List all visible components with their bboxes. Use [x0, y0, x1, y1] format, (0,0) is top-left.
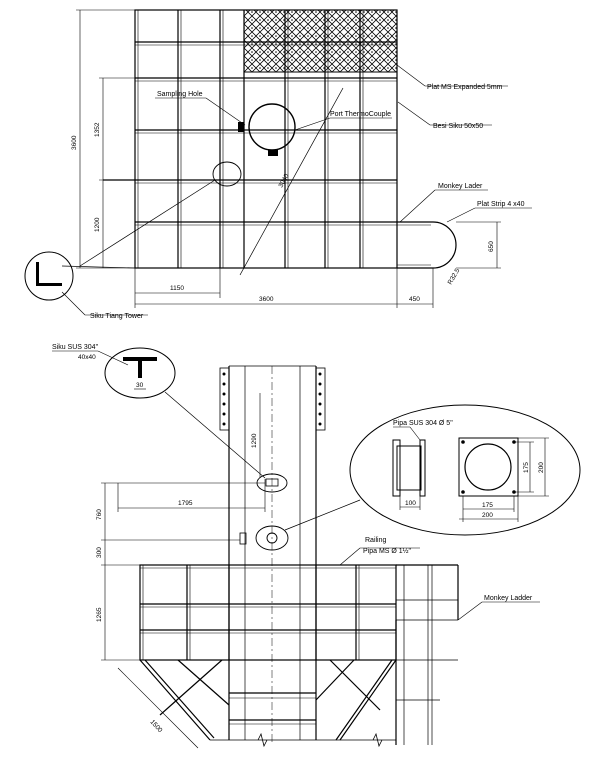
- left-flange-strip: [219, 367, 230, 431]
- dim-1290: 1290: [251, 433, 258, 448]
- dim-200-width: 200: [482, 512, 493, 519]
- pipe-side-view: [396, 445, 422, 491]
- elevation-view: Siku SUS 304" 40x40 30: [52, 344, 581, 749]
- siku-detail-circle: [24, 251, 74, 301]
- dim-200-height: 200: [538, 462, 545, 473]
- label-monkey-lader: Monkey Lader: [438, 183, 483, 190]
- dim-3600-vertical: 3600: [71, 135, 78, 150]
- dim-450: 450: [409, 296, 420, 303]
- siku-sus-detail: [104, 347, 176, 399]
- flange-front-view: [458, 437, 519, 497]
- label-siku-sus: Siku SUS 304": [52, 344, 99, 351]
- dim-1352: 1352: [94, 122, 101, 137]
- dim-1500: 1500: [149, 719, 164, 735]
- platform-elevation-frame: [139, 564, 397, 661]
- dim-100: 100: [405, 500, 416, 507]
- siku-angle-section: [36, 262, 62, 286]
- label-plat-expanded: Plat MS Expanded 5mm: [427, 84, 503, 91]
- top-plan-view: 3040: [24, 9, 532, 320]
- dim-650: 650: [488, 241, 495, 252]
- detail-callout-ellipse: [212, 161, 242, 187]
- pipa-sus-detail: [349, 404, 581, 536]
- label-sampling-hole: Sampling Hole: [157, 91, 203, 98]
- port-detail-ellipse: [255, 525, 289, 551]
- elevation-dim-lines: [101, 393, 266, 749]
- label-pipa-ms: Pipa MS Ø 1½": [363, 547, 412, 555]
- thermocouple-port-stub: [268, 150, 278, 156]
- label-port-thermocouple: Port ThermoCouple: [330, 111, 391, 118]
- dim-r325: R32.5: [447, 267, 462, 286]
- label-railing: Railing: [365, 537, 387, 544]
- top-dim-lines: [76, 9, 501, 308]
- label-siku-tiang: Siku Tiang Tower: [90, 313, 144, 320]
- dim-30: 30: [136, 382, 144, 389]
- dim-1795: 1795: [178, 500, 193, 507]
- dim-175-height: 175: [523, 462, 530, 473]
- dim-175-width: 175: [482, 502, 493, 509]
- monkey-ladder-elevation: [395, 564, 459, 745]
- support-bracing: [139, 659, 397, 741]
- stack-elevation: [228, 365, 317, 740]
- dim-1150: 1150: [170, 285, 184, 292]
- label-siku-size: 40x40: [78, 354, 96, 361]
- dim-1200: 1200: [94, 217, 101, 232]
- sampling-hole-stub: [238, 122, 244, 132]
- label-monkey-ladder-elevation: Monkey Ladder: [484, 595, 533, 602]
- right-flange-strip: [315, 367, 326, 431]
- label-plat-strip: Plat Strip 4 x40: [477, 201, 525, 208]
- siku-sus-section: [123, 357, 157, 378]
- label-besi-siku: Besi Siku 50x50: [433, 123, 483, 130]
- expanded-mesh-plate: [243, 9, 398, 73]
- label-pipa-sus: Pipa SUS 304 Ø 5": [393, 420, 453, 427]
- dim-1265: 1265: [96, 607, 103, 622]
- dim-3600-horizontal: 3600: [259, 296, 274, 303]
- dim-760: 760: [96, 509, 103, 520]
- dim-300: 300: [96, 547, 103, 558]
- monkey-ladder-plan: [397, 221, 457, 269]
